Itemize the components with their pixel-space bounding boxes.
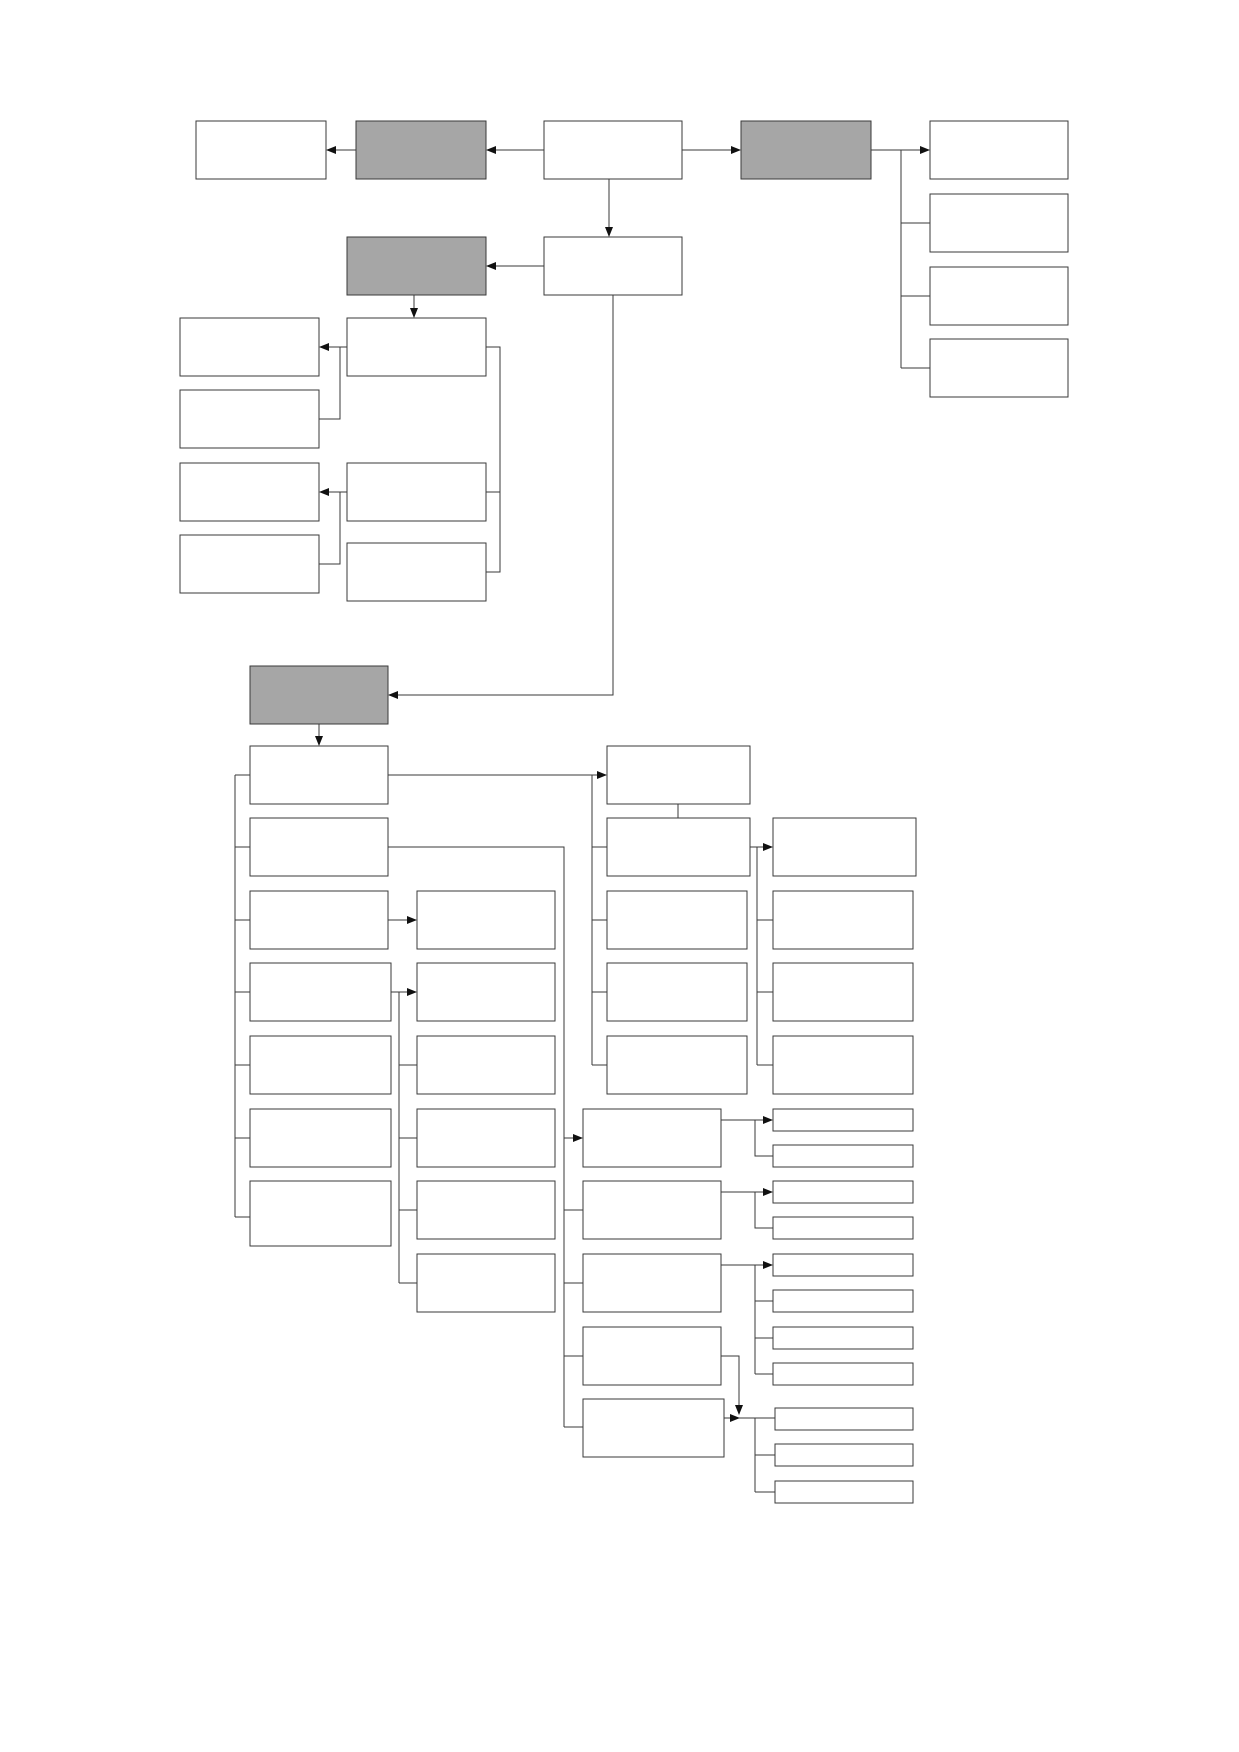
top-right-shaded-box (740, 120, 872, 180)
mid-col-box-4 (416, 1108, 556, 1168)
cluster-b-child-1 (179, 462, 320, 522)
right-child-box-2 (929, 193, 1069, 253)
leaf-group-4-bracket (739, 1417, 775, 1493)
root-box (543, 120, 683, 180)
leaf-group-1-bracket (754, 1120, 773, 1157)
right-lower-box-3 (582, 1253, 722, 1313)
leaf-bar-4-2 (774, 1443, 914, 1467)
far-right-box-4 (772, 1035, 914, 1095)
right-lower-bracket (564, 1209, 583, 1428)
mid-col-box-6 (416, 1253, 556, 1313)
cluster-right-bracket (486, 346, 501, 573)
cluster-a-box (346, 317, 487, 377)
left-col-box-5 (249, 1035, 392, 1095)
right-lower-box-1 (582, 1108, 722, 1168)
mid-col-bracket (398, 992, 417, 1284)
right-children-bracket (900, 150, 930, 369)
left-col-box-7 (249, 1180, 392, 1247)
left-col-box-4 (249, 962, 392, 1022)
leaf-bar-1-2 (772, 1144, 914, 1168)
left-col-bracket (234, 774, 250, 1218)
cluster-a-child-2 (179, 389, 320, 449)
connector-right-lower-4 (721, 1355, 743, 1415)
left-col-box-3 (249, 890, 389, 950)
top-left-shaded-box (355, 120, 487, 180)
second-level-box (543, 236, 683, 296)
right-upper-box-2 (606, 890, 748, 950)
right-child-box-1 (929, 120, 1069, 180)
right-upper-head-box (606, 745, 751, 805)
top-far-left-box (195, 120, 327, 180)
cluster-b-child-2 (179, 534, 320, 594)
cluster-a-children-bracket (319, 347, 341, 420)
cluster-a-child-1 (179, 317, 320, 377)
connector-second-level-to-lower-shaded (388, 295, 614, 699)
leaf-group-3-bracket (754, 1265, 773, 1375)
right-lower-box-2 (582, 1180, 722, 1240)
leaf-bar-4-3 (774, 1480, 914, 1504)
right-upper-box-4 (606, 1035, 748, 1095)
left-col-box-6 (249, 1108, 392, 1168)
leaf-bar-2-1 (772, 1180, 914, 1204)
leaf-bar-3-2 (772, 1289, 914, 1313)
mid-left-shaded-box (346, 236, 487, 296)
far-right-bracket (756, 847, 773, 1066)
leaf-group-2-bracket (754, 1192, 773, 1229)
right-upper-box-1 (606, 817, 751, 877)
far-right-box-2 (772, 890, 914, 950)
leaf-bar-3-1 (772, 1253, 914, 1277)
cluster-c-box (346, 542, 487, 602)
leaf-bar-2-2 (772, 1216, 914, 1240)
left-col-box-2 (249, 817, 389, 877)
connector-left-2-to-right-lower (388, 846, 565, 1427)
mid-col-box-5 (416, 1180, 556, 1240)
far-right-box-3 (772, 962, 914, 1022)
mid-col-box-2 (416, 962, 556, 1022)
right-upper-box-3 (606, 962, 748, 1022)
right-child-box-4 (929, 338, 1069, 398)
mid-col-box-1 (416, 890, 556, 950)
mid-col-box-3 (416, 1035, 556, 1095)
right-lower-box-4 (582, 1326, 722, 1386)
right-lower-box-5 (582, 1398, 725, 1458)
right-child-box-3 (929, 266, 1069, 326)
far-right-box-1 (772, 817, 917, 877)
leaf-bar-3-4 (772, 1362, 914, 1386)
cluster-b-children-bracket (319, 492, 341, 565)
lower-shaded-box (249, 665, 389, 725)
leaf-bar-3-3 (772, 1326, 914, 1350)
left-col-box-1 (249, 745, 389, 805)
right-upper-bracket (591, 775, 607, 1066)
cluster-b-box (346, 462, 487, 522)
leaf-bar-4-1 (774, 1407, 914, 1431)
leaf-bar-1-1 (772, 1108, 914, 1132)
